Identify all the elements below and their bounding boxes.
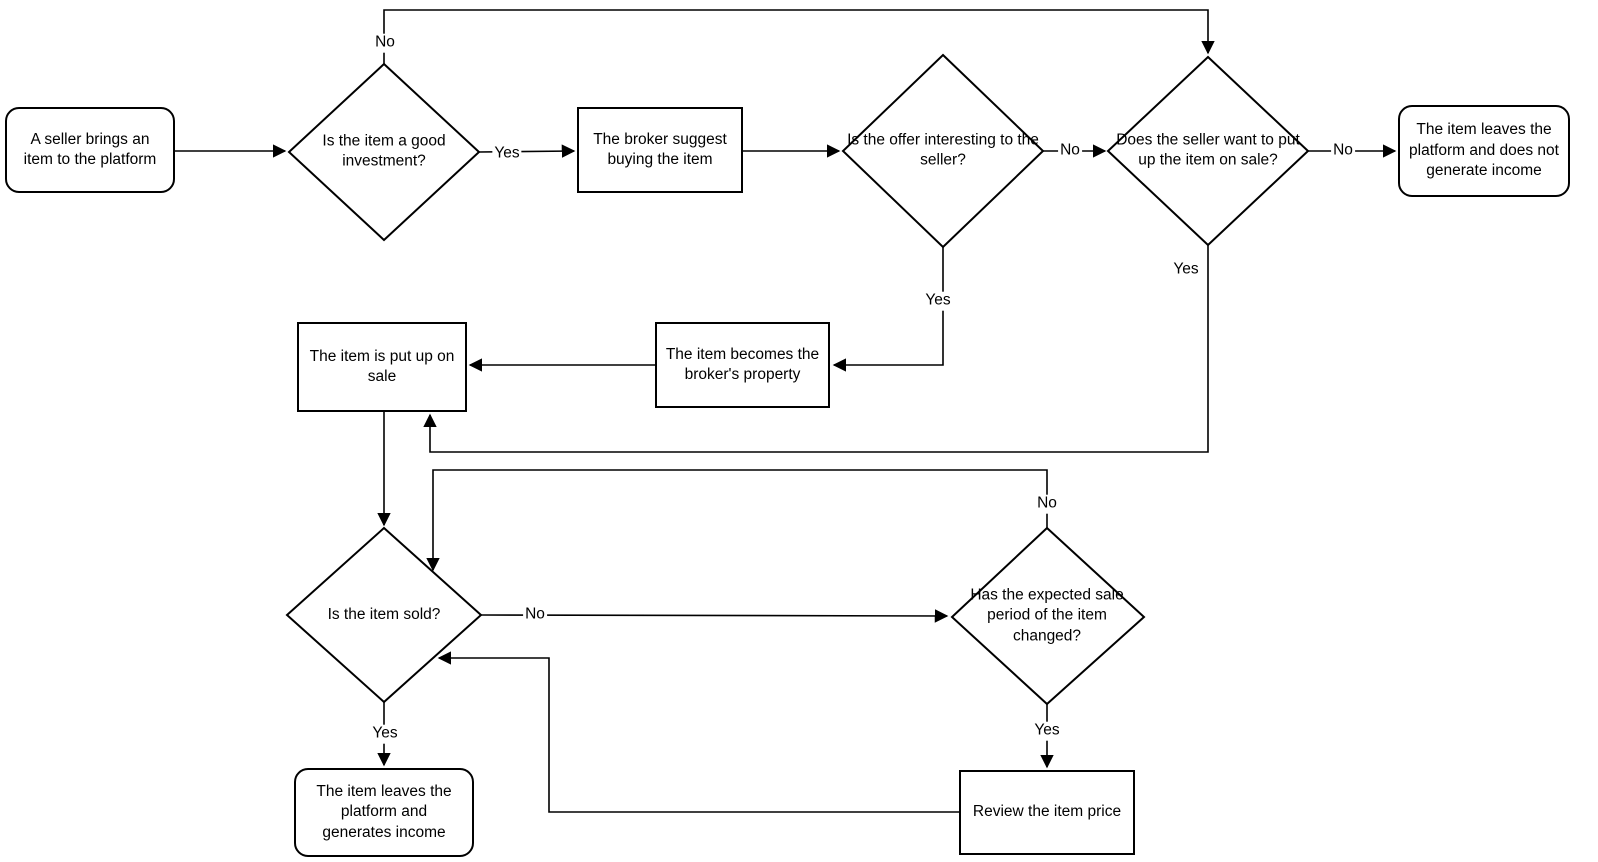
edge-label-period-no: No bbox=[1035, 494, 1059, 514]
edge-label-seller-wants-no: No bbox=[1331, 141, 1355, 161]
decision-offer-interesting-shape bbox=[841, 53, 1045, 249]
connector-sold-no bbox=[480, 609, 949, 623]
terminal-leaves-no-income-label: The item leaves the platform and does no… bbox=[1409, 121, 1559, 180]
process-broker-property-label: The item becomes the broker's property bbox=[665, 345, 820, 383]
edge-label-good-investment-yes: Yes bbox=[492, 144, 522, 164]
edge-label-sold-no: No bbox=[523, 605, 547, 625]
process-item-on-sale: The item is put up on sale bbox=[297, 322, 467, 412]
process-broker-property: The item becomes the broker's property bbox=[655, 322, 830, 408]
edge-label-seller-wants-yes: Yes bbox=[1171, 260, 1201, 280]
process-review-price: Review the item price bbox=[959, 770, 1135, 855]
decision-good-investment-shape bbox=[287, 62, 481, 242]
connector-period-no bbox=[426, 469, 1048, 572]
process-review-price-label: Review the item price bbox=[972, 803, 1122, 821]
connector-seller-wants-yes bbox=[423, 245, 1209, 453]
decision-item-sold-shape bbox=[285, 526, 483, 704]
decision-sale-period-changed-shape bbox=[950, 526, 1146, 706]
decision-seller-wants-sale-shape bbox=[1106, 55, 1310, 247]
decision-sale-period-changed-label: Has the expected sale period of the item… bbox=[970, 586, 1124, 645]
decision-item-sold-label: Is the item sold? bbox=[327, 605, 441, 623]
start-node-label: A seller brings an item to the platform bbox=[23, 130, 157, 168]
process-broker-suggests-label: The broker suggest buying the item bbox=[593, 130, 727, 168]
connector-review-to-sold bbox=[437, 651, 959, 813]
decision-offer-interesting-label: Is the offer interesting to the seller? bbox=[847, 131, 1039, 169]
process-item-on-sale-label: The item is put up on sale bbox=[309, 347, 455, 385]
process-broker-suggests: The broker suggest buying the item bbox=[577, 107, 743, 193]
connector-good-investment-no bbox=[383, 9, 1215, 64]
terminal-leaves-no-income: The item leaves the platform and does no… bbox=[1398, 105, 1570, 197]
edge-label-good-investment-no: No bbox=[373, 33, 397, 53]
decision-good-investment-label: Is the item a good investment? bbox=[322, 132, 446, 170]
edge-label-sold-yes: Yes bbox=[370, 724, 400, 744]
connector-offer-yes bbox=[832, 247, 944, 372]
edge-label-period-yes: Yes bbox=[1032, 721, 1062, 741]
edge-label-offer-yes: Yes bbox=[923, 291, 953, 311]
terminal-leaves-generates-income-label: The item leaves the platform and generat… bbox=[316, 782, 452, 841]
terminal-leaves-generates-income: The item leaves the platform and generat… bbox=[294, 768, 474, 857]
edge-label-offer-no: No bbox=[1058, 141, 1082, 161]
decision-seller-wants-sale-label: Does the seller want to put up the item … bbox=[1116, 131, 1300, 169]
start-node: A seller brings an item to the platform bbox=[5, 107, 175, 193]
